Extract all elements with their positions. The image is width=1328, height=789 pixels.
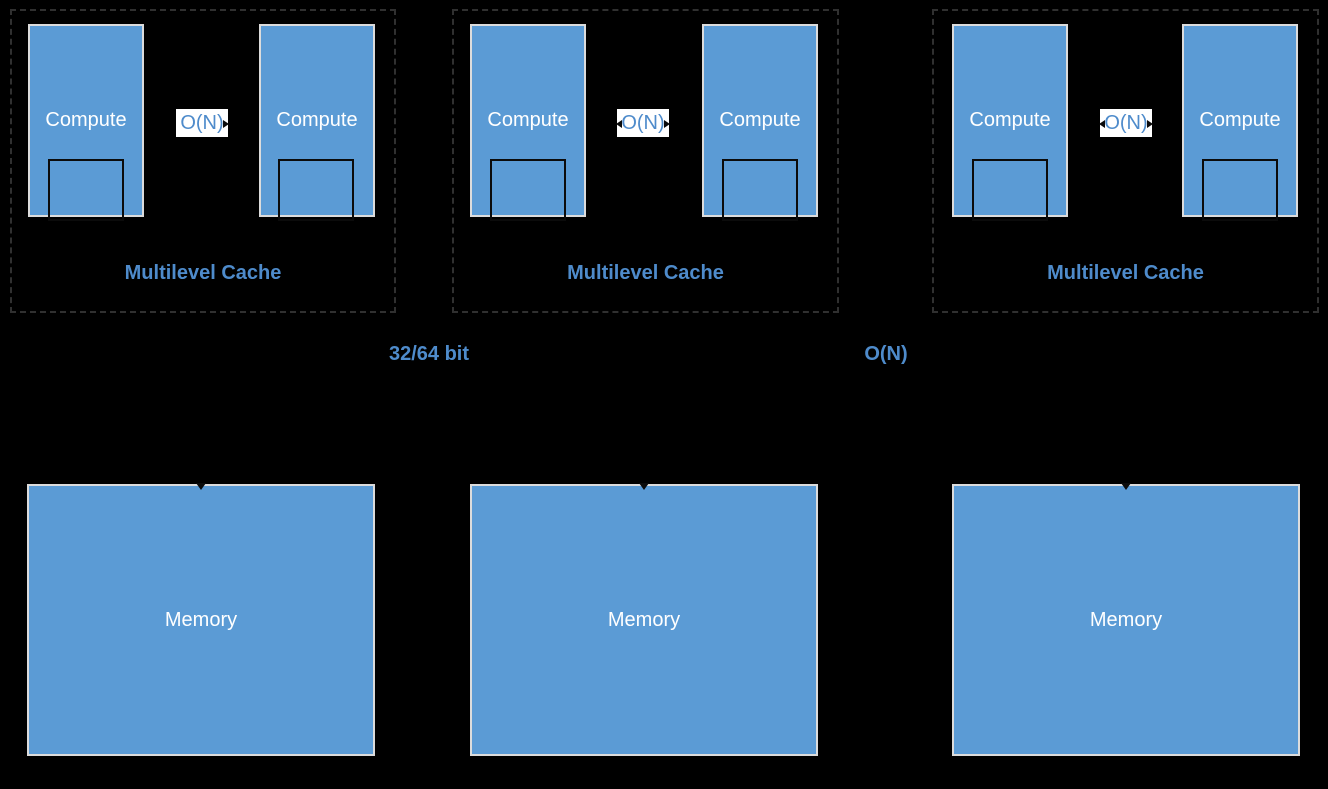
multilevel-cache-group-2: [452, 9, 839, 313]
compute-interconnect-label: O(N): [1100, 109, 1152, 137]
compute-label: Compute: [969, 109, 1051, 131]
arrow-fragment-icon: [1147, 120, 1153, 128]
memory-label: Memory: [164, 608, 238, 631]
compute-box: Compute: [1182, 24, 1298, 217]
down-arrowhead-icon: [1121, 483, 1131, 490]
memory-box: Memory: [952, 484, 1300, 756]
arrow-fragment-holder: [616, 109, 670, 137]
arrow-fragment-icon: [223, 120, 229, 128]
multilevel-cache-group-3: [932, 9, 1319, 313]
compute-interconnect-label: O(N): [617, 109, 669, 137]
multilevel-cache-label: Multilevel Cache: [1047, 262, 1204, 284]
arrow-fragment-icon: [664, 120, 670, 128]
compute-box: Compute: [28, 24, 144, 217]
arrow-fragment-holder: [176, 109, 229, 137]
compute-box: Compute: [952, 24, 1068, 217]
memory-box: Memory: [470, 484, 818, 756]
compute-interconnect-label: O(N): [176, 109, 228, 137]
l1-cache-box: [490, 159, 566, 221]
l1-cache-box: [48, 159, 124, 221]
l1-cache-box: [972, 159, 1048, 221]
compute-label: Compute: [487, 109, 569, 131]
multilevel-cache-label: Multilevel Cache: [567, 262, 724, 284]
down-arrowhead-icon: [196, 483, 206, 490]
compute-box: Compute: [259, 24, 375, 217]
arrow-fragment-icon: [616, 120, 622, 128]
memory-label: Memory: [1089, 608, 1163, 631]
down-arrowhead-icon: [639, 483, 649, 490]
l1-cache-box: [278, 159, 354, 221]
compute-label: Compute: [276, 109, 358, 131]
bus-width-label: 32/64 bit: [388, 343, 470, 365]
l1-cache-box: [1202, 159, 1278, 221]
l1-cache-box: [722, 159, 798, 221]
internode-complexity-label: O(N): [864, 343, 908, 365]
multilevel-cache-label: Multilevel Cache: [124, 262, 282, 284]
compute-box: Compute: [702, 24, 818, 217]
compute-label: Compute: [45, 109, 127, 131]
compute-label: Compute: [719, 109, 801, 131]
compute-label: Compute: [1199, 109, 1281, 131]
memory-box: Memory: [27, 484, 375, 756]
arrow-fragment-holder: [1099, 109, 1153, 137]
arrow-fragment-icon: [1099, 120, 1105, 128]
memory-label: Memory: [607, 608, 681, 631]
compute-box: Compute: [470, 24, 586, 217]
multilevel-cache-group-1: [10, 9, 396, 313]
